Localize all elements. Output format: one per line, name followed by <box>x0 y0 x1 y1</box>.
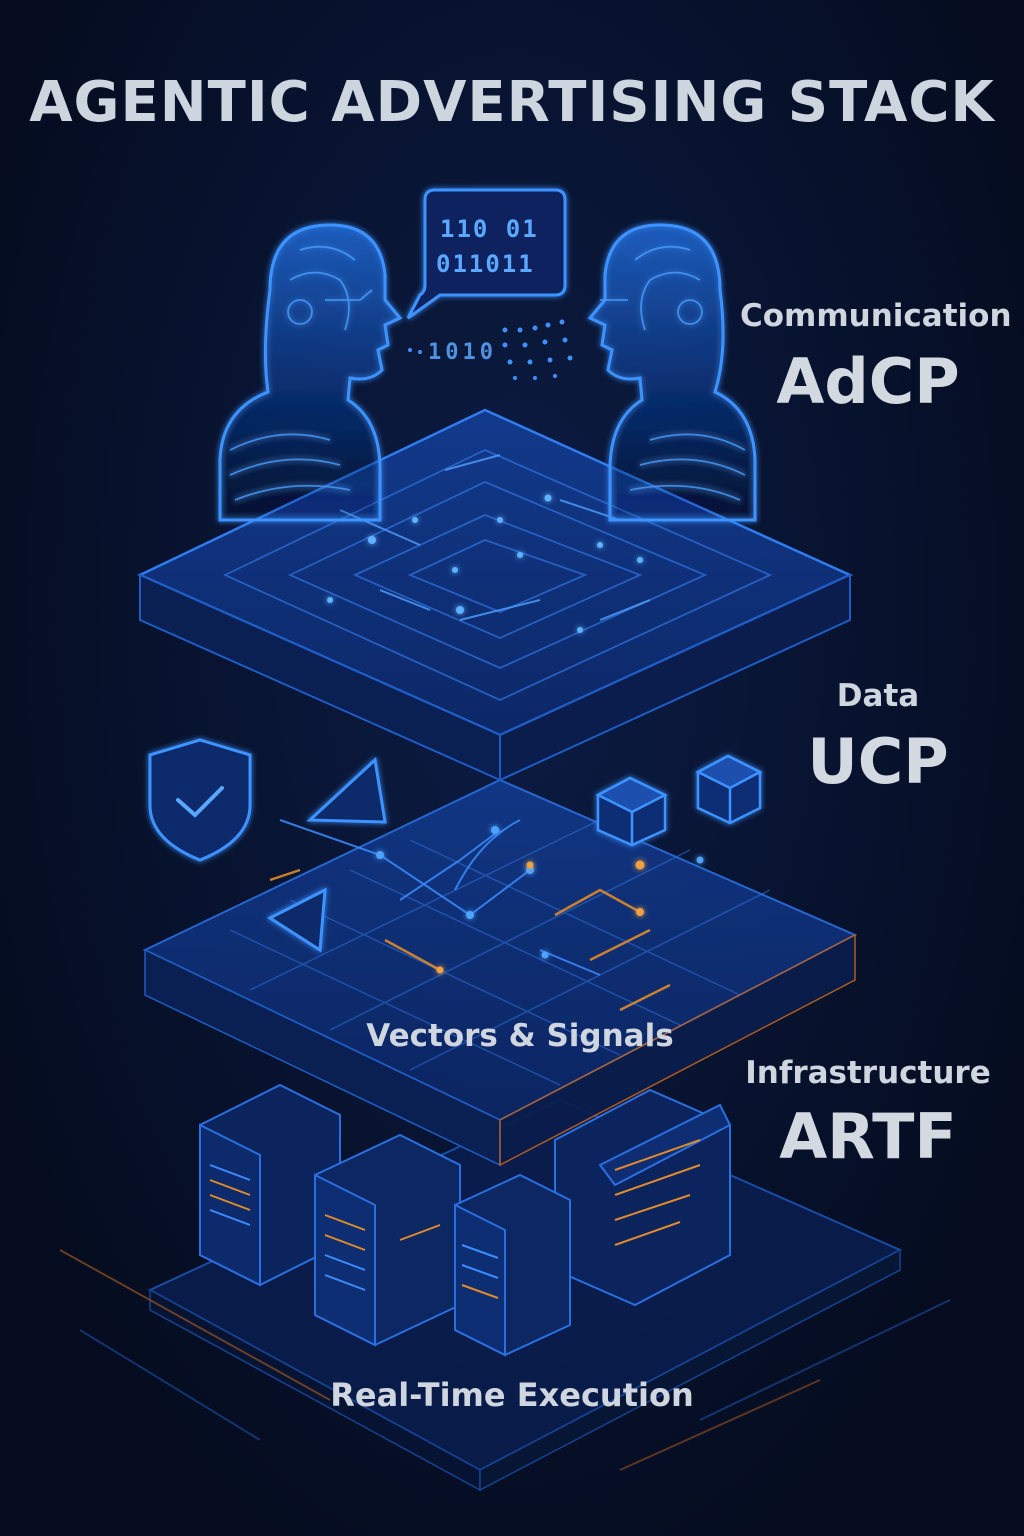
infrastructure-layer-name: ARTF <box>779 1100 957 1173</box>
bubble-binary-line1: 110 01 <box>440 215 539 243</box>
infrastructure-layer-label: Infrastructure <box>745 1055 991 1091</box>
communication-layer-label: Communication <box>740 298 1012 334</box>
triangle-icon <box>266 757 387 953</box>
diagram-title: AGENTIC ADVERTISING STACK <box>29 70 995 135</box>
agent-head-right <box>587 223 757 522</box>
infrastructure-layer-caption: Real-Time Execution <box>330 1376 694 1414</box>
data-layer-label: Data <box>836 678 920 714</box>
data-layer-caption: Vectors & Signals <box>366 1018 674 1054</box>
server-rack-icon <box>199 1083 732 1357</box>
data-stream-dots <box>408 319 573 380</box>
agent-head-left <box>218 223 403 522</box>
stream-binary: 1010 <box>428 340 497 365</box>
cube-icon <box>595 754 763 847</box>
speech-bubble <box>406 188 567 320</box>
data-layer-name: UCP <box>807 725 949 798</box>
communication-layer-name: AdCP <box>776 345 960 418</box>
data-layer-plate <box>142 778 858 1167</box>
shield-check-icon <box>148 738 252 862</box>
bubble-binary-line2: 011011 <box>436 250 535 278</box>
